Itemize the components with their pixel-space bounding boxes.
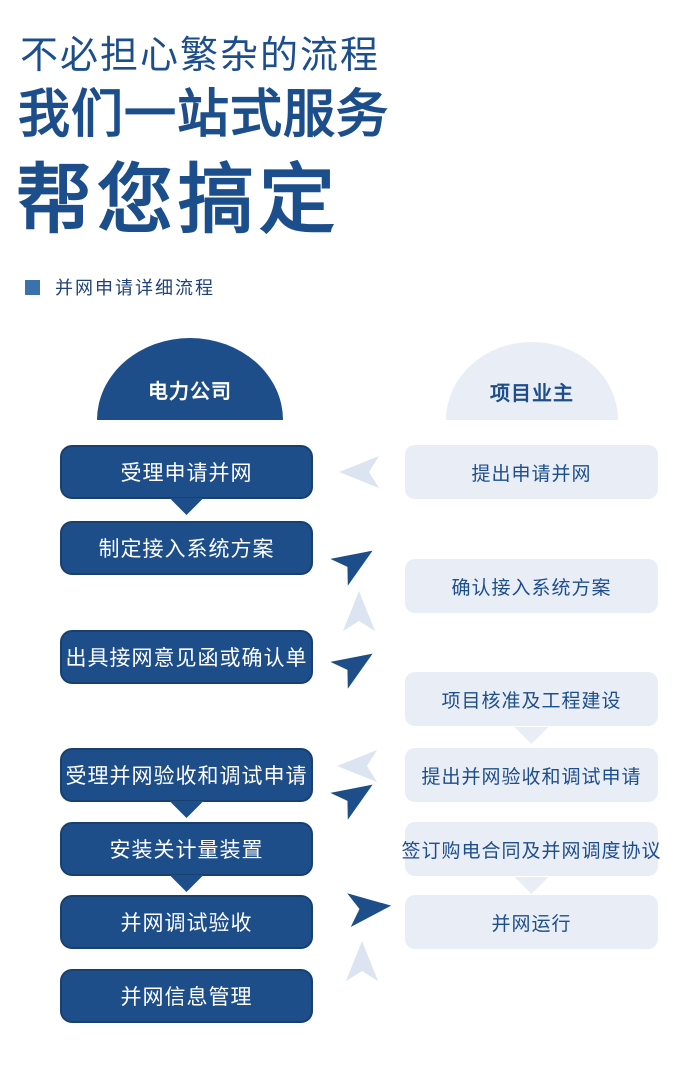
arrow-up-right-icon	[329, 537, 382, 587]
arrow-left-icon	[337, 750, 379, 782]
arrow-up-right-icon	[329, 640, 382, 690]
step-label: 签订购电合同及并网调度协议	[401, 840, 662, 862]
step-label: 出具接网意见函或确认单	[65, 647, 308, 670]
step-submit-grid-application: 提出申请并网	[405, 445, 658, 499]
step-label: 并网运行	[491, 913, 572, 935]
headline-line1: 不必担心繁杂的流程	[20, 35, 381, 77]
section-title: 并网申请详细流程	[55, 278, 215, 298]
step-sign-power-purchase-agreement: 签订购电合同及并网调度协议	[402, 822, 661, 894]
step-grid-debug-acceptance: 并网调试验收	[60, 895, 313, 949]
headline-line3: 帮您搞定	[16, 158, 340, 243]
column-header-project-owner-label: 项目业主	[490, 383, 574, 405]
arrow-right-icon	[344, 889, 393, 928]
step-label: 安装关计量装置	[109, 839, 264, 862]
step-label: 项目核准及工程建设	[441, 690, 622, 712]
step-label: 制定接入系统方案	[98, 538, 275, 561]
arrow-left-icon	[339, 456, 381, 488]
pointer-down-icon	[169, 875, 204, 892]
arrow-up-icon	[346, 941, 378, 983]
section-marker-icon	[25, 279, 40, 295]
pointer-down-icon	[169, 498, 204, 515]
step-accept-acceptance-debug-application: 受理并网验收和调试申请	[60, 748, 313, 818]
step-label: 确认接入系统方案	[451, 577, 612, 599]
step-label: 并网信息管理	[120, 986, 253, 1009]
step-label: 并网调试验收	[120, 912, 253, 935]
column-header-power-company-label: 电力公司	[148, 381, 232, 403]
arrow-up-icon	[343, 591, 375, 633]
step-accept-grid-application: 受理申请并网	[60, 445, 313, 515]
step-install-metering-device: 安装关计量装置	[60, 822, 313, 892]
step-label: 提出并网验收和调试申请	[421, 766, 642, 788]
section-heading: 并网申请详细流程	[25, 274, 215, 300]
pointer-down-icon	[169, 801, 204, 818]
headline-line2: 我们一站式服务	[18, 86, 390, 144]
column-header-project-owner: 项目业主	[446, 342, 618, 420]
pointer-down-icon	[514, 877, 549, 894]
step-make-access-plan: 制定接入系统方案	[60, 521, 313, 575]
column-header-power-company: 电力公司	[97, 338, 283, 420]
step-project-approval-construction: 项目核准及工程建设	[405, 672, 658, 744]
step-grid-operation: 并网运行	[405, 895, 658, 949]
step-confirm-access-plan: 确认接入系统方案	[405, 559, 658, 613]
step-grid-info-management: 并网信息管理	[60, 969, 313, 1023]
step-label: 提出申请并网	[471, 463, 592, 485]
arrow-up-right-icon	[329, 771, 382, 821]
step-submit-acceptance-debug-application: 提出并网验收和调试申请	[405, 748, 658, 802]
step-issue-grid-opinion: 出具接网意见函或确认单	[60, 630, 313, 684]
step-label: 受理申请并网	[120, 462, 253, 485]
step-label: 受理并网验收和调试申请	[65, 765, 308, 788]
pointer-down-icon	[514, 727, 549, 744]
